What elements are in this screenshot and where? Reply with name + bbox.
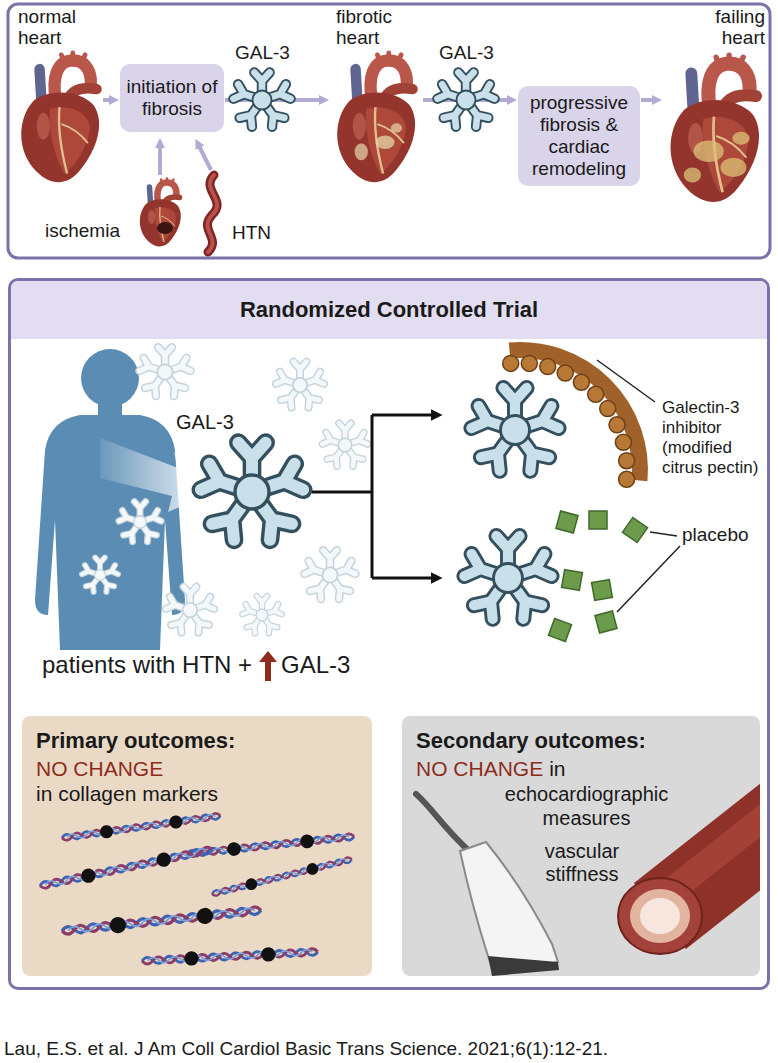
measure-label: vascular stiffness xyxy=(530,840,634,886)
box-heading: Secondary outcomes: xyxy=(416,726,746,756)
outcome-box: Primary outcomes:NO CHANGEin collagen ma… xyxy=(22,716,372,976)
flow-arrow xyxy=(641,98,654,102)
trial-panel: Randomized Controlled Trial Primary outc… xyxy=(8,278,770,990)
heart-label: failing heart xyxy=(685,6,765,48)
gal3-molecule xyxy=(233,72,290,126)
population-label: GAL-3 xyxy=(281,650,350,680)
molecule-label: GAL-3 xyxy=(235,42,290,64)
panel-heading: Randomized Controlled Trial xyxy=(11,281,767,339)
collagen-fibers xyxy=(22,716,372,976)
randomization-arrows xyxy=(312,415,433,578)
failing-heart-figure xyxy=(671,55,760,202)
leader-line xyxy=(650,532,677,536)
process-box: progressive fibrosis & cardiac remodelin… xyxy=(518,86,640,186)
measure-label: echocardiographic measures xyxy=(494,782,679,830)
heart-figure-node: normal heart xyxy=(12,6,102,184)
box-heading: Primary outcomes: xyxy=(36,726,358,756)
heart-figure-node: fibrotic heart xyxy=(330,6,422,186)
gal3-molecule xyxy=(464,536,551,619)
result-text: in xyxy=(549,756,565,782)
background-molecules xyxy=(82,347,368,633)
citation-caption: Lau, E.S. et al. J Am Coll Cardiol Basic… xyxy=(4,1038,774,1060)
process-label: initiation of fibrosis xyxy=(126,76,218,120)
result-text: NO CHANGE xyxy=(416,756,543,782)
heart-figure-node: failing heart xyxy=(663,6,765,206)
cause-arrow xyxy=(199,146,211,170)
fibrotic-heart-figure xyxy=(337,53,415,182)
placebo-squares xyxy=(548,511,647,642)
heart-label: fibrotic heart xyxy=(336,6,416,48)
population-label: patients with HTN + xyxy=(42,650,252,680)
release-arrow xyxy=(100,438,214,512)
placebo-label: placebo xyxy=(682,524,749,546)
increase-arrow xyxy=(259,651,277,681)
process-label: progressive fibrosis & cardiac remodelin… xyxy=(524,92,634,180)
text-row: NO CHANGEin xyxy=(416,756,746,782)
patient-head xyxy=(81,349,139,407)
gal3-molecule xyxy=(201,443,303,540)
cause-label: ischemia xyxy=(45,220,120,242)
heart-label: normal heart xyxy=(18,6,98,48)
process-box: initiation of fibrosis xyxy=(120,64,224,132)
gal3-molecule xyxy=(471,388,558,471)
result-text: NO CHANGE xyxy=(36,756,358,781)
cause-arrow xyxy=(158,146,162,175)
flow-arrow xyxy=(103,98,111,102)
result-text: in collagen markers xyxy=(36,781,358,806)
inhibitor-chain xyxy=(503,350,640,487)
hypertension-vessel xyxy=(207,175,217,252)
ischemic-heart-figure xyxy=(140,179,181,247)
cause-label: HTN xyxy=(232,222,271,244)
outcome-box: Secondary outcomes:NO CHANGEinechocardio… xyxy=(402,716,760,976)
leader-line xyxy=(597,360,655,402)
gal3-molecule xyxy=(437,72,494,126)
inhibitor-label: Galectin-3 inhibitor (modified citrus pe… xyxy=(662,398,762,478)
normal-heart-figure xyxy=(21,53,99,182)
top-panel-frame xyxy=(8,4,770,258)
molecule-label: GAL-3 xyxy=(176,410,234,434)
leader-line xyxy=(617,546,680,612)
molecule-label: GAL-3 xyxy=(439,42,494,64)
